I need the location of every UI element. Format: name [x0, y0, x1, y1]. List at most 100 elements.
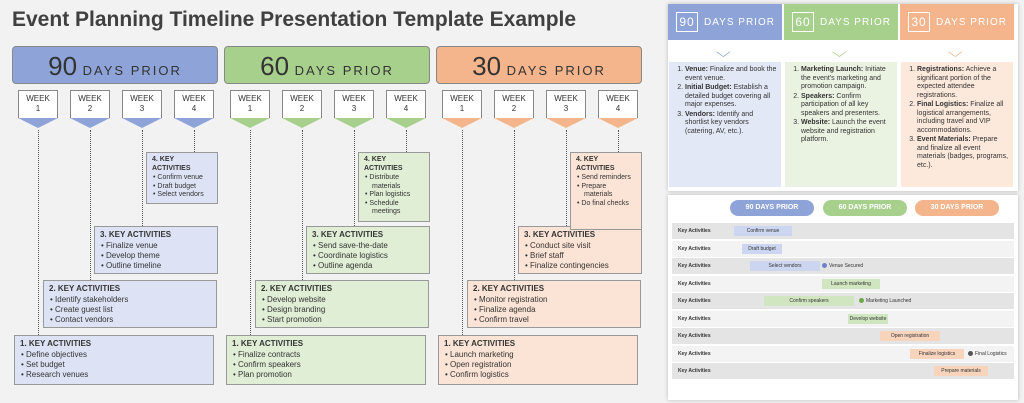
phase-header-90: 90 DAYS PRIOR [12, 46, 218, 84]
activity-card: 1. KEY ACTIVITIESDefine objectivesSet bu… [14, 335, 214, 385]
summary-item: Event Materials: Prepare and finalize al… [917, 136, 1009, 170]
card-list: Develop websiteDesign brandingStart prom… [261, 295, 423, 325]
dotted-connector [142, 130, 143, 226]
card-item: Distribute materials [369, 174, 424, 191]
card-item: Define objectives [26, 350, 208, 360]
week-arrow-icon [230, 118, 270, 128]
summary-item-key: Final Logistics: [917, 101, 969, 108]
card-list: Launch marketingOpen registrationConfirm… [444, 350, 632, 380]
summary-item-text: Establish a detailed budget covering all… [685, 84, 771, 108]
card-title: 2. KEY ACTIVITIES [261, 284, 333, 293]
card-list: Confirm venueDraft budgetSelect vendors [152, 174, 212, 200]
dotted-connector [302, 130, 303, 280]
activity-card: 4. KEY ACTIVITIESConfirm venueDraft budg… [146, 152, 218, 204]
summary-item: Initial Budget: Establish a detailed bud… [685, 84, 777, 110]
summary-item-text: Identify and shortlist key vendors (cate… [685, 110, 754, 135]
dotted-connector [90, 130, 91, 280]
card-item: Draft budget [157, 183, 212, 192]
summary-item: Website: Launch the event website and re… [801, 119, 893, 145]
week-arrow-icon [174, 118, 214, 128]
summary-item-key: Speakers: [801, 92, 835, 100]
card-item: Launch marketing [450, 350, 632, 360]
summary-column: Registrations: Achieve a significant por… [901, 62, 1013, 187]
summary-item-key: Vendors: [685, 110, 715, 118]
dotted-connector [406, 130, 407, 152]
card-item: Confirm logistics [450, 370, 632, 380]
summary-item-key: Website: [801, 119, 831, 126]
card-item: Confirm speakers [238, 360, 420, 370]
card-item: Conduct site visit [530, 241, 636, 251]
phase-number: 30 [472, 51, 502, 81]
summary-item-text: Achieve a significant portion of the exp… [917, 66, 997, 99]
week-arrow-icon [334, 118, 374, 128]
gantt-bar: Confirm speakers [764, 296, 854, 306]
summary-header-number: 60 [792, 12, 814, 32]
summary-header-label: DAYS PRIOR [820, 16, 891, 28]
summary-item-text: Prepare and finalize all event materials… [917, 136, 1009, 169]
gantt-row-label: Key Activities [678, 263, 711, 269]
card-item: Finalize agenda [479, 305, 635, 315]
card-item: Outline timeline [106, 261, 212, 271]
gantt-row-label: Key Activities [678, 368, 711, 374]
card-item: Brief staff [530, 251, 636, 261]
card-title: 3. KEY ACTIVITIES [100, 230, 172, 239]
activity-card: 4. KEY ACTIVITIESSend remindersPrepare m… [570, 152, 642, 230]
activity-card: 1. KEY ACTIVITIESFinalize contractsConfi… [226, 335, 426, 385]
week-arrow-icon [598, 118, 638, 128]
gantt-bar: Select vendors [750, 261, 820, 271]
summary-header-label: DAYS PRIOR [936, 16, 1007, 28]
dotted-connector [38, 130, 39, 335]
card-item: Start promotion [267, 315, 423, 325]
gantt-phase-header: 60 DAYS PRIOR [823, 200, 907, 216]
card-list: Distribute materialsPlan logisticsSchedu… [364, 174, 424, 217]
gantt-row-label: Key Activities [678, 298, 711, 304]
phase-number: 90 [48, 51, 78, 81]
activity-card: 3. KEY ACTIVITIES Finalize venueDevelop t… [94, 226, 218, 274]
gantt-milestone: Final Logistics [968, 350, 1007, 358]
card-item: Confirm travel [479, 315, 635, 325]
card-list: Identify stakeholdersCreate guest listCo… [49, 295, 211, 325]
card-item: Finalize contingencies [530, 261, 636, 271]
gantt-milestone: Venue Secured [822, 262, 863, 270]
week-arrow-icon [442, 118, 482, 128]
week-arrow-icon [70, 118, 110, 128]
phase-header-30: 30 DAYS PRIOR [436, 46, 642, 84]
activity-card: 2. KEY ACTIVITIESMonitor registrationFin… [467, 280, 641, 328]
summary-item: Vendors: Identify and shortlist key vend… [685, 111, 777, 137]
card-list: Finalize venueDevelop themeOutline timel… [100, 241, 212, 271]
dotted-connector [618, 130, 619, 152]
gantt-row-label: Key Activities [678, 350, 711, 357]
milestone-label: Venue Secured [829, 263, 864, 269]
gantt-bar: Launch marketing [822, 278, 880, 289]
summary-column: Marketing Launch: Initiate the event's m… [785, 62, 897, 187]
gantt-row-label: Key Activities [678, 245, 711, 252]
card-item: Send reminders [581, 174, 636, 183]
gantt-phase-header: 90 DAYS PRIOR [730, 200, 814, 216]
activity-card: 2. KEY ACTIVITIESIdentify stakeholdersCr… [43, 280, 217, 328]
card-item: Finalize venue [106, 241, 212, 251]
summary-header-number: 90 [676, 12, 698, 32]
summary-item: Venue: Finalize and book the event venue… [685, 66, 777, 83]
dotted-connector [250, 130, 251, 335]
dotted-connector [514, 130, 515, 280]
